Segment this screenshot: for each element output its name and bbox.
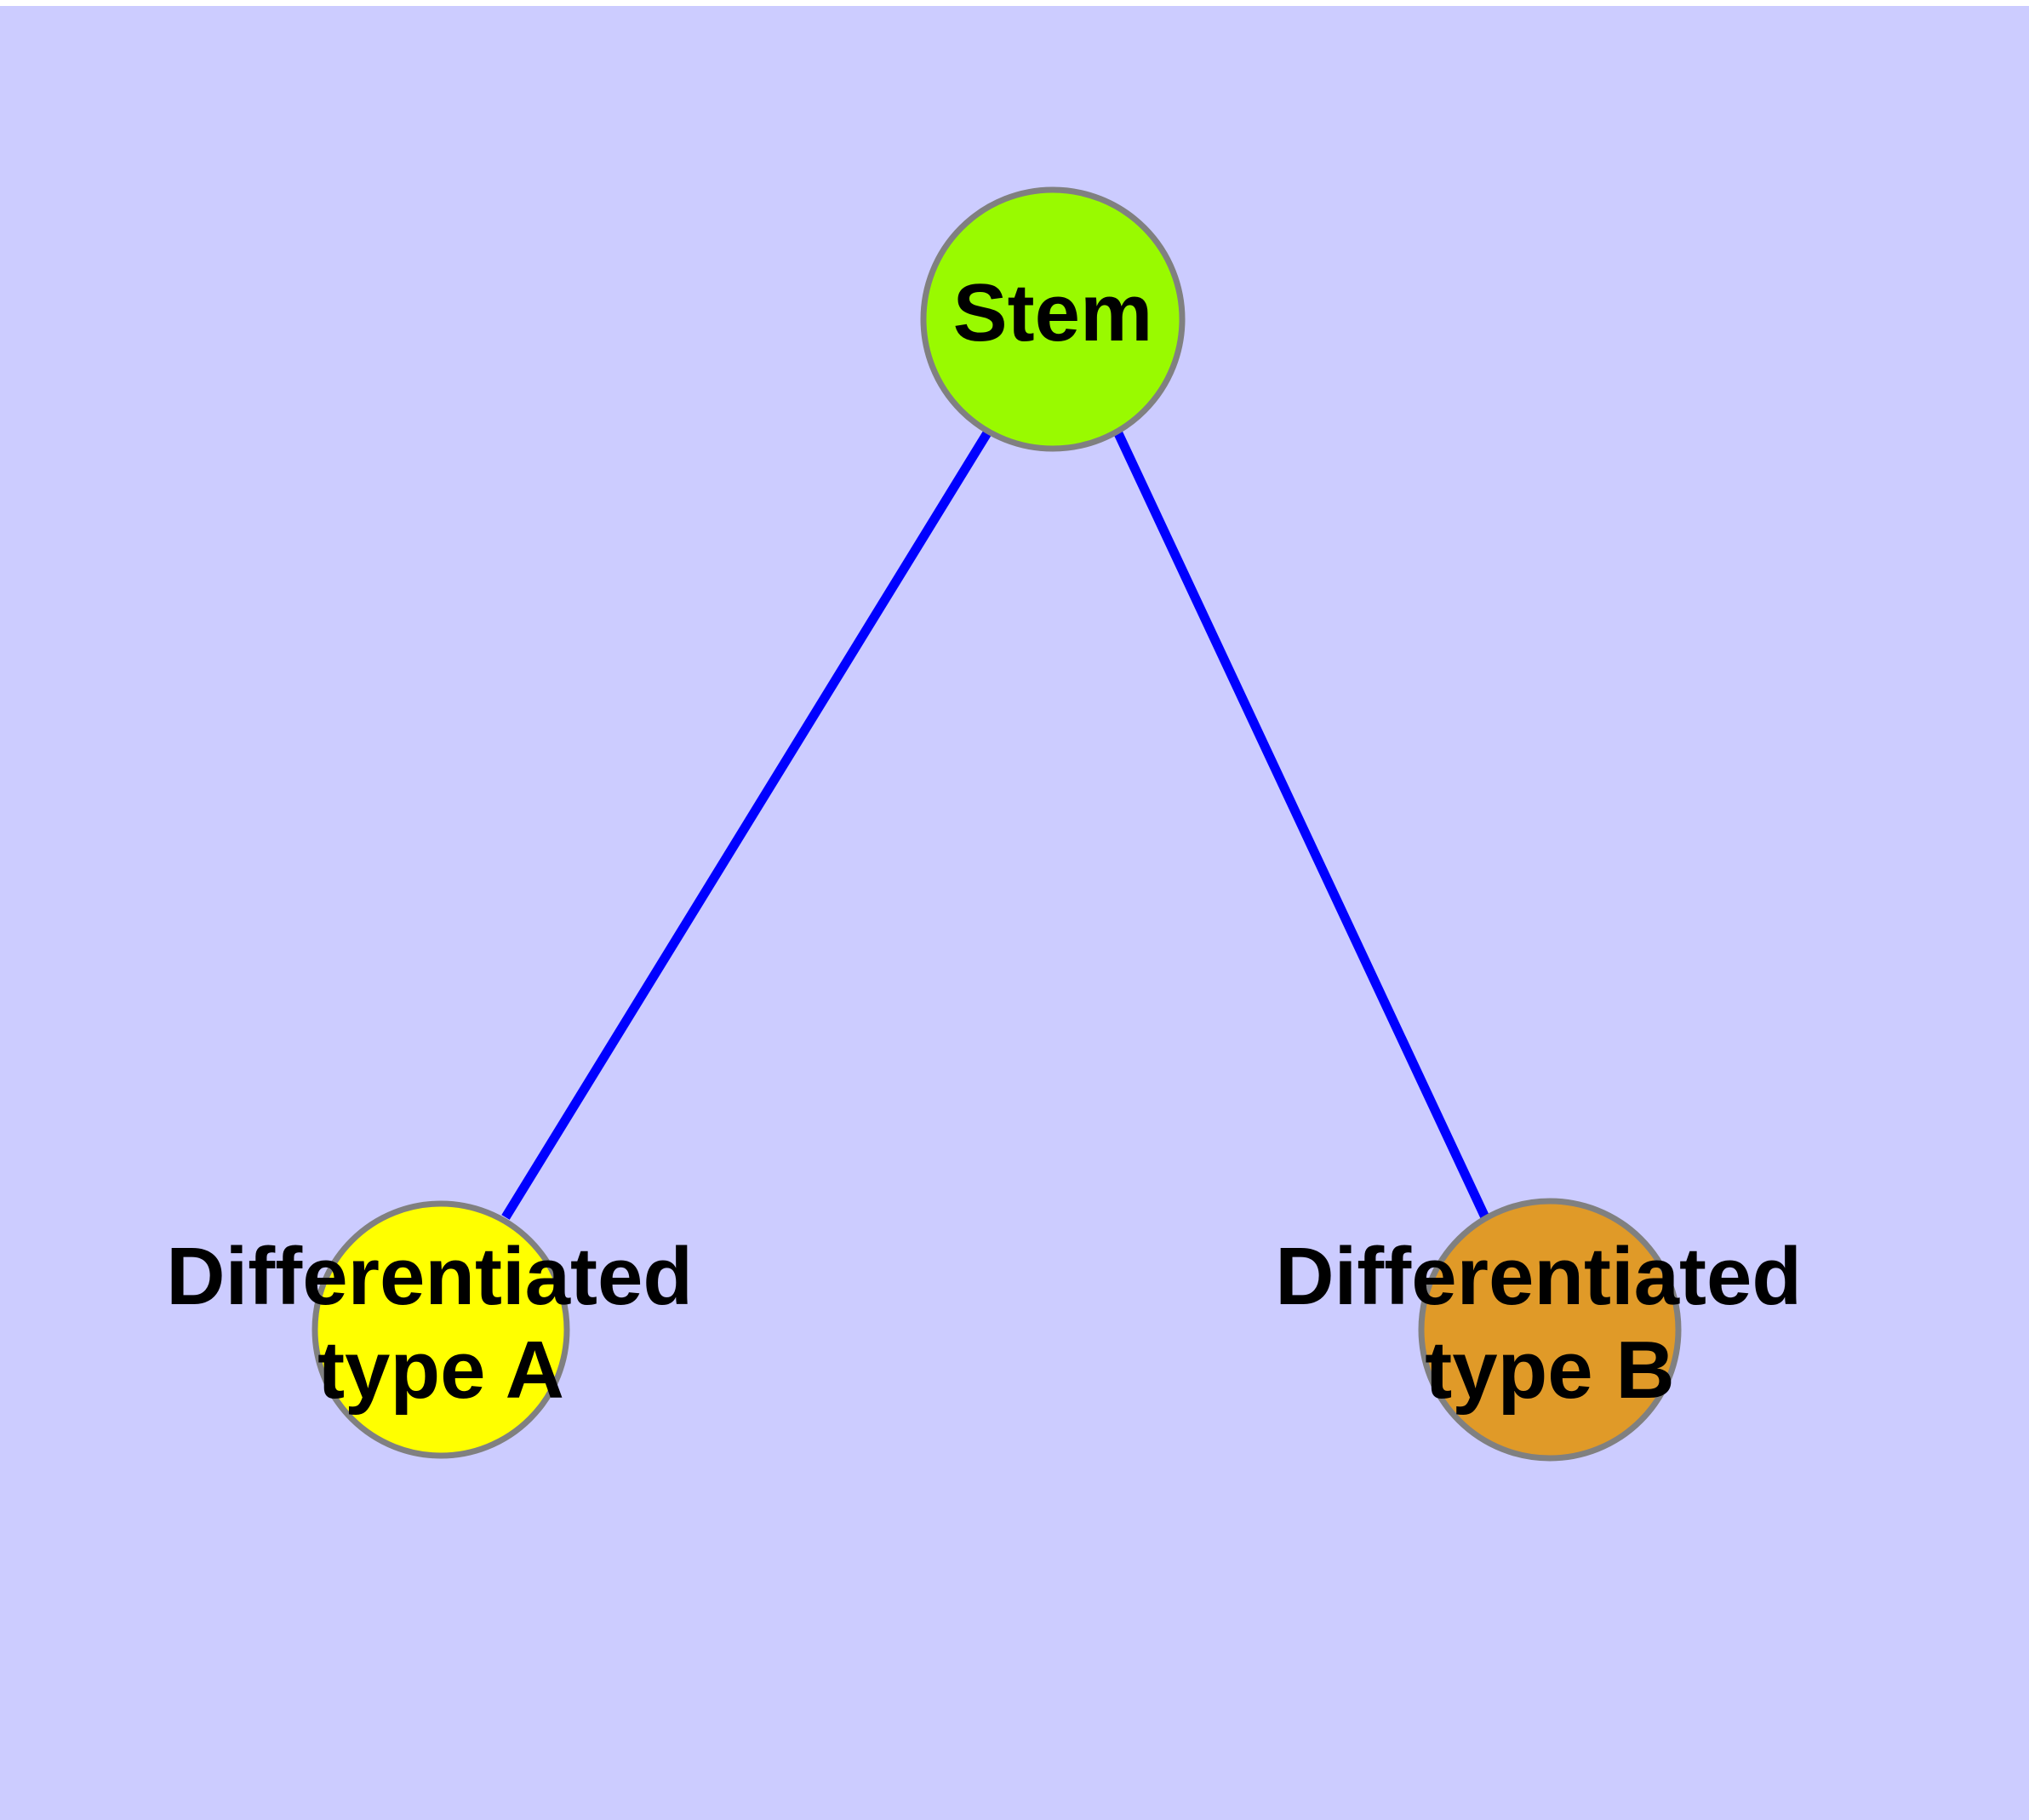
node-differentiated-type-b-circle[interactable] [1418,1198,1682,1462]
node-differentiated-type-a-label-line-2: type A [317,1325,564,1416]
node-differentiated-type-b-label: Differentiated type B [1275,1231,1824,1416]
top-white-margin [0,0,2029,6]
edge-stem-to-differentiated-type-b[interactable] [1113,429,1489,1220]
node-differentiated-type-b-label-line-2: type B [1425,1325,1674,1416]
node-differentiated-type-b[interactable] [1418,1198,1682,1462]
node-stem-label: Stem [953,267,1153,358]
node-differentiated-type-b-label-line-1: Differentiated [1275,1231,1802,1322]
label-layer: Stem Differentiated type A Differentiate… [166,267,1824,1416]
node-stem[interactable] [920,186,1186,452]
node-differentiated-type-a-circle[interactable] [311,1200,570,1459]
node-layer [311,186,1682,1462]
node-stem-label-line-1: Stem [953,267,1153,358]
edge-layer [501,429,1489,1220]
edge-stem-to-differentiated-type-a[interactable] [501,429,992,1220]
node-differentiated-type-a-label-line-1: Differentiated [166,1231,693,1322]
node-differentiated-type-a-label: Differentiated type A [166,1231,715,1416]
node-differentiated-type-a[interactable] [311,1200,570,1459]
node-stem-circle[interactable] [920,186,1186,452]
